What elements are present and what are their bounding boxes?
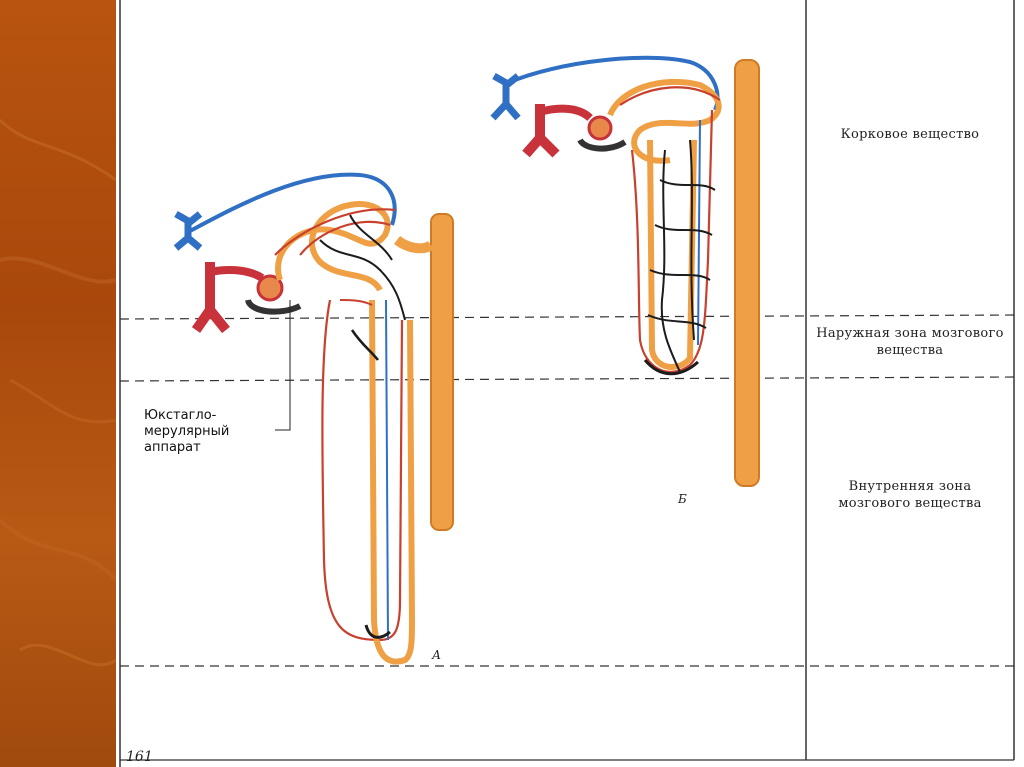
vasa-recta-b (630, 109, 714, 373)
decorative-side-band (0, 0, 116, 767)
vein-branch-b (490, 72, 521, 121)
nephron-b (490, 55, 760, 487)
cortex-outer-boundary (119, 314, 1015, 320)
efferent-vein-b (504, 55, 720, 111)
zone-label-outer-medulla: Наружная зона мозгового вещества (816, 326, 1004, 358)
collecting-duct-a (430, 213, 454, 531)
bowman-capsule-a (245, 298, 302, 315)
bowman-capsule-b (577, 138, 627, 152)
callout-line (275, 300, 291, 431)
nephron-label-a: А (432, 648, 442, 662)
glomerulus-b (587, 115, 613, 141)
nephron-a (173, 172, 454, 665)
loop-of-henle-a (369, 299, 416, 665)
efferent-vein-a (187, 172, 397, 234)
glomerulus-a (256, 274, 284, 302)
band-texture-decor (0, 118, 116, 667)
callout-juxtaglomerular: Юкстагло-мерулярный аппарат (144, 408, 230, 455)
vasa-recta-a (321, 299, 404, 642)
page-number: 161 (126, 749, 153, 765)
collecting-duct-b (734, 59, 760, 487)
loop-of-henle-b (647, 139, 697, 370)
zone-label-cortex: Корковое вещество (840, 127, 980, 142)
vein-branch-a (173, 210, 203, 251)
outer-inner-boundary (119, 376, 1015, 382)
nephron-label-b: Б (678, 492, 687, 506)
zone-label-inner-medulla: Внутренняя зона мозгового вещества (838, 479, 982, 511)
